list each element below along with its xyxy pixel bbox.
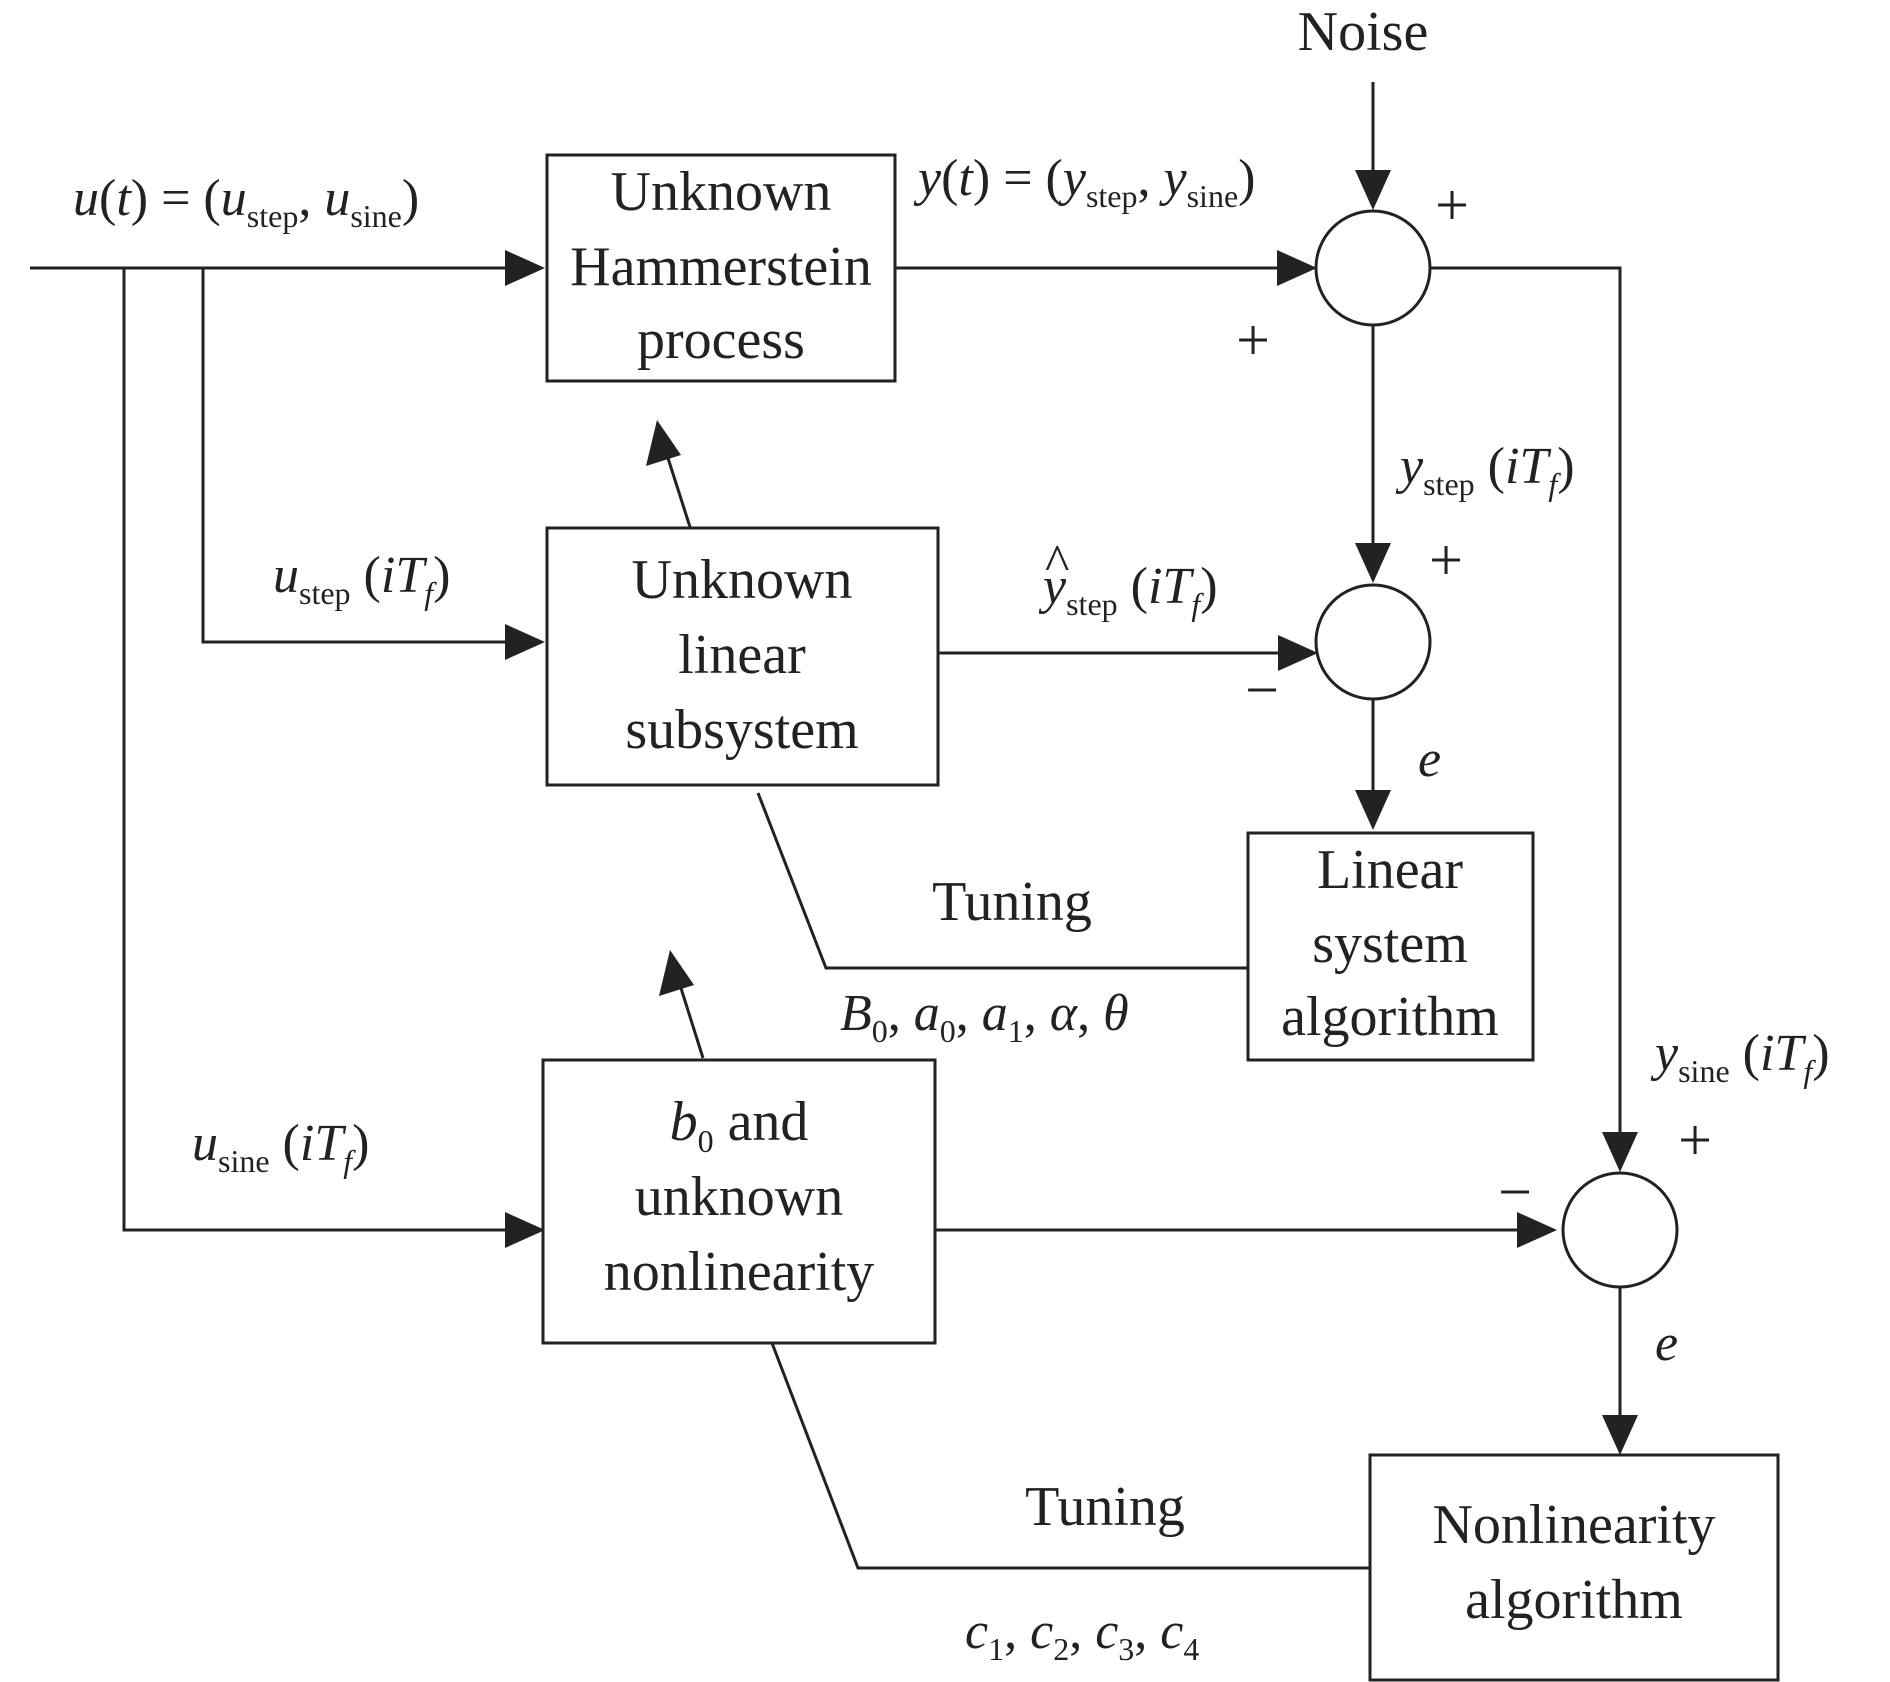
u-step-branch	[201, 268, 520, 644]
linear-parameters-label: B0, a0, a1, α, θ	[840, 985, 1129, 1049]
nonlinearity-block	[541, 1058, 937, 1345]
output-signal-label: y(t) = (ystep, ysine)	[913, 150, 1255, 214]
u-sine-label: usine (iTf)	[192, 1115, 369, 1179]
u-sine-branch	[122, 268, 520, 1232]
arrowhead	[1277, 250, 1317, 286]
input-signal-label: u(t) = (ustep, usine)	[73, 170, 419, 234]
u-step-label: ustep (iTf)	[273, 547, 450, 611]
arrowhead	[659, 950, 694, 996]
y-step-label: ystep (iTf)	[1395, 438, 1575, 502]
nonlinear-parameters-label: c1, c2, c3, c4	[965, 1603, 1199, 1667]
linear-alg-line-3: algorithm	[1281, 986, 1499, 1048]
hammerstein-process-block	[545, 153, 897, 383]
y-sine-label: ysine (iTf)	[1650, 1025, 1830, 1089]
arrowhead	[505, 250, 545, 286]
plus-sign-y-step: +	[1429, 527, 1463, 593]
arrowhead	[505, 1212, 545, 1248]
nonlinear-line-2: unknown	[635, 1166, 843, 1228]
y-hat-step-label: ystep (iTf)	[1038, 558, 1218, 622]
tuning-label-linear: Tuning	[932, 871, 1092, 933]
arrowhead	[1517, 1212, 1557, 1248]
y-hat-hat: ^	[1045, 535, 1069, 592]
tuning-arrow-nonlinear	[678, 984, 705, 1059]
tuning-label-nonlinear: Tuning	[1025, 1476, 1185, 1538]
arrowhead	[505, 624, 545, 660]
linear-line-2: linear	[678, 624, 806, 686]
error-label-1: e	[1418, 731, 1441, 788]
linear-subsystem-block	[545, 526, 940, 787]
noise-label: Noise	[1298, 1, 1429, 63]
y-sine-line	[1430, 266, 1622, 1143]
arrowhead	[1602, 1132, 1638, 1172]
plus-sign-y-sine: +	[1678, 1107, 1712, 1173]
tuning-line-linear	[756, 792, 1248, 970]
sum-junction-1	[1314, 209, 1432, 327]
linear-line-1: Unknown	[632, 549, 853, 611]
arrowhead	[1355, 790, 1391, 830]
arrowhead	[1278, 635, 1318, 671]
linear-alg-line-1: Linear	[1317, 839, 1463, 901]
plus-sign-noise: +	[1435, 172, 1469, 238]
arrowhead	[1355, 170, 1391, 210]
plus-sign-process: +	[1236, 307, 1270, 373]
tuning-arrow-linear	[665, 454, 692, 528]
hammerstein-line-3: process	[637, 309, 805, 371]
linear-line-3: subsystem	[625, 699, 858, 761]
minus-sign-nonlinear: −	[1498, 1159, 1532, 1225]
hammerstein-line-1: Unknown	[611, 161, 832, 223]
nonlinearity-algorithm-block	[1368, 1453, 1780, 1682]
sum-junction-2	[1314, 583, 1432, 701]
tuning-line-nonlinear	[770, 1342, 1370, 1570]
linear-alg-line-2: system	[1312, 913, 1468, 975]
nonlinear-line-1: b0 and	[670, 1091, 809, 1159]
minus-sign-y-hat: −	[1245, 657, 1279, 723]
sum-junction-3	[1561, 1171, 1679, 1289]
nonlin-alg-line-2: algorithm	[1465, 1569, 1683, 1631]
nonlin-alg-line-1: Nonlinearity	[1432, 1494, 1715, 1556]
linear-algorithm-block	[1246, 831, 1535, 1062]
nonlinear-line-3: nonlinearity	[604, 1241, 875, 1303]
arrowhead	[1602, 1415, 1638, 1455]
error-label-2: e	[1655, 1315, 1678, 1372]
hammerstein-line-2: Hammerstein	[570, 236, 872, 298]
arrowhead	[646, 420, 681, 466]
arrowhead	[1355, 543, 1391, 583]
